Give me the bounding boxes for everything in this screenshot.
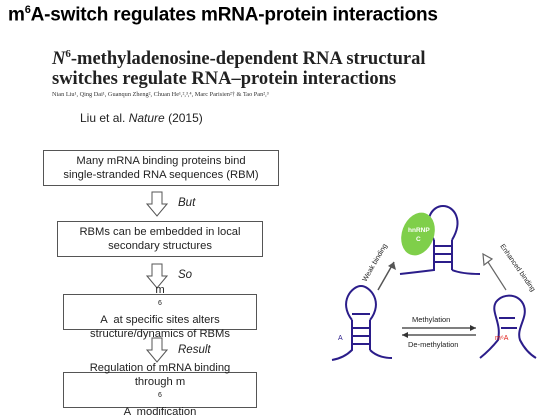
flow-box-3-line2: structure/dynamics of RBMs (90, 328, 230, 341)
flow-box-1-line2: single-stranded RNA sequences (RBM) (63, 169, 259, 181)
flow-box-1: Many mRNA binding proteins bind single-s… (43, 150, 279, 186)
rna-hairpin-unmethylated (331, 284, 393, 361)
slide-title: m6A-switch regulates mRNA-protein intera… (8, 4, 438, 26)
paper-title: N6-methyladenosine-dependent RNA structu… (52, 44, 425, 89)
connector-result: Result (178, 344, 211, 356)
protein-label-line1: hnRNP (408, 227, 430, 234)
enhanced-binding-arrow-icon (482, 252, 507, 291)
rna-hairpin-methylated (479, 294, 537, 359)
flow-box-1-line1: Many mRNA binding proteins bind (76, 155, 246, 167)
paper-title-line2: switches regulate RNA–protein interactio… (52, 69, 397, 90)
author-list: Nian Liu¹, Qing Dai¹, Guanqun Zheng², Ch… (52, 91, 269, 98)
down-arrow-icon (146, 263, 168, 289)
flow-box-2-line1: RBMs can be embedded in local (79, 226, 241, 238)
flow-box-2-line2: secondary structures (108, 240, 212, 252)
m6a-switch-diagram: A hnRNP C m⁶A Weak binding Enhanced bind… (330, 190, 556, 412)
connector-but: But (178, 197, 196, 209)
citation: Liu et al. Nature (2015) (80, 111, 203, 125)
paper-title-line1: N6-methyladenosine-dependent RNA structu… (52, 48, 426, 70)
protein-label-line2: C (416, 236, 421, 243)
down-arrow-icon (146, 191, 168, 217)
flow-box-4-line1: Regulation of mRNA binding (89, 361, 231, 374)
a-label: A (338, 335, 343, 342)
protein-hnrnp-c-icon (401, 212, 435, 256)
methylation-label: Methylation (412, 315, 450, 324)
enhanced-binding-label: Enhanced binding (498, 243, 536, 293)
demethylation-label: De-methylation (408, 340, 458, 349)
connector-so: So (178, 269, 193, 281)
flow-box-2: RBMs can be embedded in local secondary … (57, 221, 263, 257)
down-arrow-icon (146, 337, 168, 363)
m6a-label: m⁶A (495, 335, 509, 342)
rna-hairpin-protein-bound (399, 204, 481, 275)
